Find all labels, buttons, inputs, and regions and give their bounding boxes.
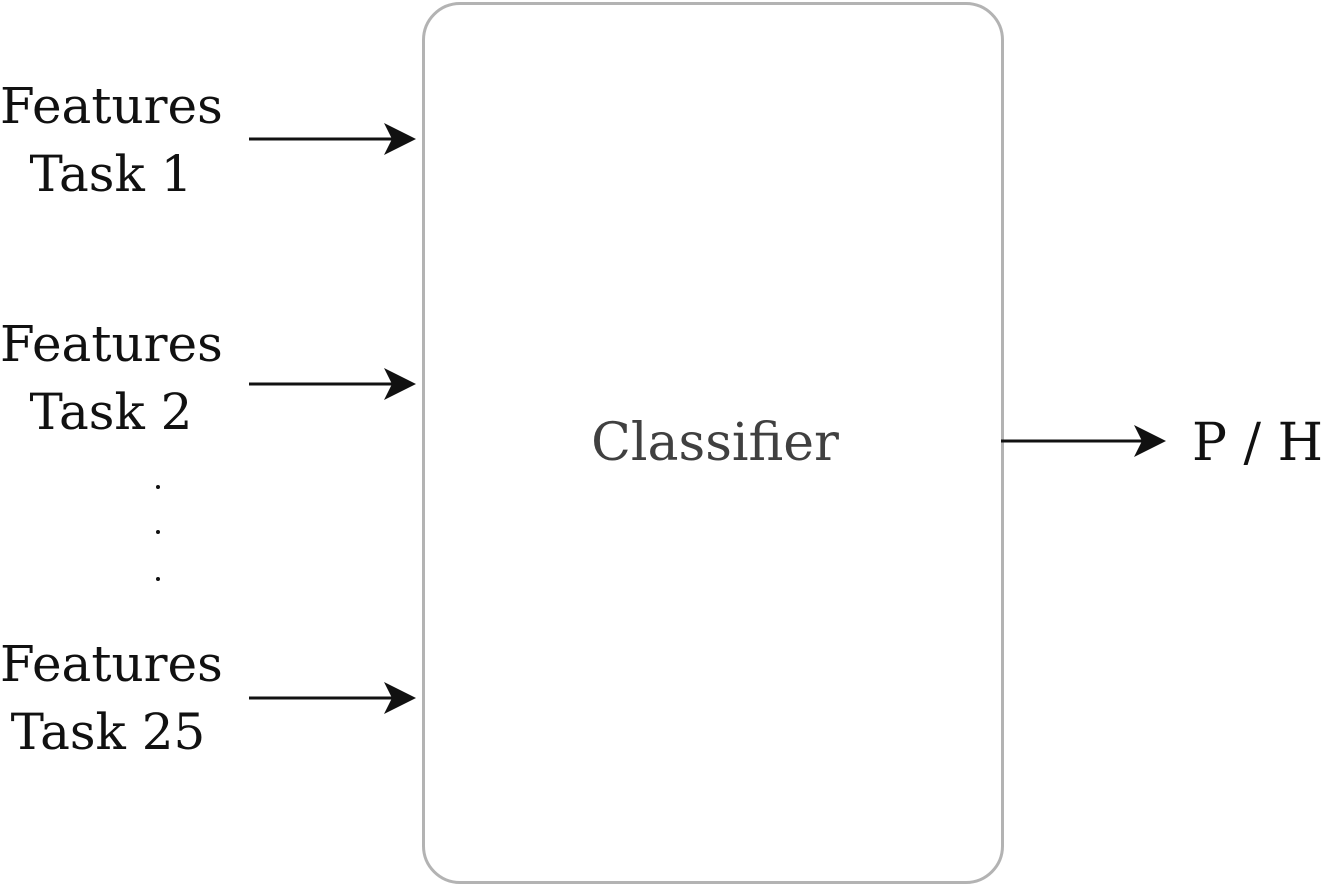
input-label-line2: Task 1 [29, 145, 193, 203]
input-label-line1: Features [0, 635, 223, 693]
input-label-task-25: Features Task 25 [0, 630, 223, 766]
arrowhead-icon [384, 123, 416, 155]
classifier-label: Classifier [591, 413, 839, 473]
ellipsis-dot [156, 577, 160, 581]
input-label-line2: Task 25 [10, 703, 206, 761]
input-label-task-1: Features Task 1 [0, 72, 223, 208]
classifier-box [422, 2, 1004, 884]
arrowhead-icon [384, 682, 416, 714]
ellipsis-dot [156, 485, 160, 489]
arrowhead-icon [384, 368, 416, 400]
ellipsis-dot [156, 530, 160, 534]
output-label: P / H [1192, 413, 1323, 473]
arrowhead-icon [1134, 425, 1166, 457]
input-label-line1: Features [0, 77, 223, 135]
input-label-task-2: Features Task 2 [0, 310, 223, 446]
input-label-line1: Features [0, 315, 223, 373]
input-label-line2: Task 2 [29, 383, 193, 441]
